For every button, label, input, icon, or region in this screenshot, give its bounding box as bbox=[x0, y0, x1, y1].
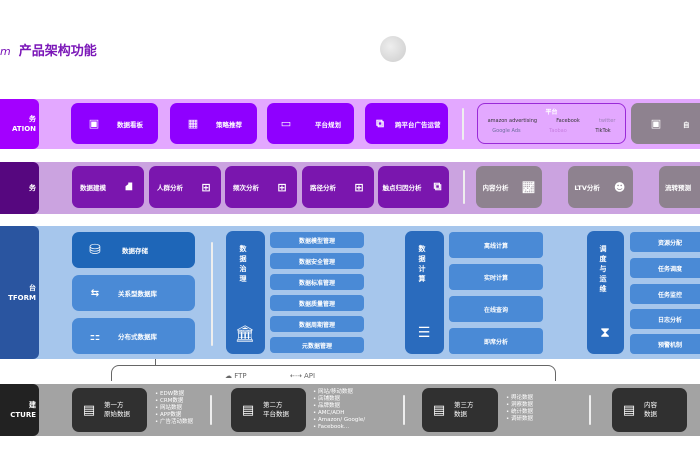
app-card-dashboard[interactable]: ▣数据看板 bbox=[71, 103, 158, 144]
compute-item[interactable]: 在线查询 bbox=[449, 296, 543, 322]
first-party-list: EDW数据CRM数据网站数据APP数据广告活动数据 bbox=[155, 391, 193, 426]
source-second-party[interactable]: ▤第二方平台数据 bbox=[231, 388, 306, 432]
document-icon: ▤ bbox=[622, 402, 636, 418]
schedule-item[interactable]: 预警机制 bbox=[630, 334, 700, 354]
head-gear-icon: ☻ bbox=[613, 180, 626, 194]
analysis-card-attribution[interactable]: 触点归因分析⧉ bbox=[378, 166, 449, 208]
analysis-icon: ⊞ bbox=[201, 180, 211, 194]
puzzle-icon: ⧉ bbox=[433, 180, 442, 193]
code-window-icon: ⧉ bbox=[376, 116, 384, 130]
governance-item[interactable]: 数据模型管理 bbox=[270, 232, 364, 248]
server-icon: ☰ bbox=[417, 325, 431, 341]
distributed-icon: ⚏ bbox=[89, 329, 101, 343]
app-card-planning[interactable]: ▭平台规划 bbox=[267, 103, 354, 144]
schedule-item[interactable]: 任务调度 bbox=[630, 258, 700, 278]
document-icon: ▤ bbox=[82, 402, 96, 418]
analysis-card-forecast[interactable]: 流转预测 bbox=[659, 166, 700, 208]
app-card-cross-platform[interactable]: ⧉跨平台广告运营 bbox=[365, 103, 448, 144]
compute-panel: 数据计算 ☰ bbox=[405, 231, 444, 354]
app-card-strategy[interactable]: ▦策略推荐 bbox=[170, 103, 257, 144]
analysis-card-path[interactable]: 路径分析⊞ bbox=[302, 166, 374, 208]
schedule-item[interactable]: 资源分配 bbox=[630, 232, 700, 252]
governance-item[interactable]: 数据质量管理 bbox=[270, 295, 364, 311]
chip-icon: ▣ bbox=[88, 117, 100, 130]
document-icon: ▤ bbox=[241, 402, 255, 418]
governance-item[interactable]: 数据标准管理 bbox=[270, 274, 364, 290]
card-icon: ▭ bbox=[280, 117, 292, 130]
divider bbox=[463, 170, 465, 204]
divider bbox=[462, 108, 464, 140]
source-third-party[interactable]: ▤第三方数据 bbox=[422, 388, 498, 432]
connector-stem bbox=[155, 359, 156, 366]
analysis-label: 务 bbox=[0, 162, 39, 214]
third-party-list: 舆论数据洞察数据统计数据调研数据 bbox=[506, 395, 533, 423]
tiktok-logo: TikTok bbox=[595, 128, 611, 134]
connector-bracket bbox=[111, 365, 556, 381]
document-icon: ▤ bbox=[432, 402, 446, 418]
analysis-card-content[interactable]: 内容分析📈︎ bbox=[476, 166, 542, 208]
chip-icon: ▣ bbox=[650, 117, 662, 130]
ftp-connector: ☁︎ FTP bbox=[222, 372, 250, 380]
storage-card[interactable]: ⛁数据存储 bbox=[72, 232, 195, 268]
hourglass-icon: ⧗ bbox=[600, 325, 610, 341]
decorative-sphere bbox=[380, 36, 406, 62]
distributed-db-card[interactable]: ⚏分布式数据库 bbox=[72, 318, 195, 354]
arrows-icon: ⇠⇢ bbox=[290, 372, 304, 380]
governance-panel: 数据治理 🏛︎ bbox=[226, 231, 265, 354]
compute-item[interactable]: 实时计算 bbox=[449, 264, 543, 290]
schedule-panel: 调度与运维 ⧗ bbox=[587, 231, 624, 354]
divider bbox=[211, 242, 213, 346]
compute-item[interactable]: 离线计算 bbox=[449, 232, 543, 258]
compute-item[interactable]: 即席分析 bbox=[449, 328, 543, 354]
google-ads-logo: Google Ads bbox=[492, 128, 521, 134]
analysis-card-audience[interactable]: 人群分析⊞ bbox=[149, 166, 221, 208]
divider bbox=[403, 395, 405, 425]
amazon-logo: amazon advertising bbox=[487, 118, 538, 124]
schedule-item[interactable]: 任务监控 bbox=[630, 284, 700, 304]
governance-item[interactable]: 元数据管理 bbox=[270, 337, 364, 353]
cloud-icon: ☁︎ bbox=[225, 372, 235, 380]
analysis-icon: ⊞ bbox=[354, 180, 364, 194]
calendar-icon: ▦ bbox=[187, 117, 199, 130]
api-connector: ⇠⇢ API bbox=[287, 372, 319, 380]
analysis-card-frequency[interactable]: 频次分析⊞ bbox=[225, 166, 297, 208]
governance-item[interactable]: 数据周期管理 bbox=[270, 316, 364, 332]
facebook-logo: Facebook bbox=[556, 118, 580, 124]
source-content[interactable]: ▤内容数据 bbox=[612, 388, 687, 432]
app-card-extra[interactable]: ▣自 bbox=[631, 103, 700, 144]
source-first-party[interactable]: ▤第一方原始数据 bbox=[72, 388, 147, 432]
governance-item[interactable]: 数据安全管理 bbox=[270, 253, 364, 269]
hierarchy-icon: ⛘ bbox=[125, 179, 133, 193]
second-party-list: 网站/移动数据店铺数据品牌数据AMC/ADHAmazon/ Google/Fac… bbox=[313, 389, 365, 431]
bank-icon: 🏛︎ bbox=[234, 323, 256, 343]
analysis-icon: ⊞ bbox=[277, 180, 287, 194]
divider bbox=[589, 395, 591, 425]
twitter-logo: twitter bbox=[598, 118, 616, 124]
schedule-item[interactable]: 日志分析 bbox=[630, 309, 700, 329]
analysis-card-ltv[interactable]: LTV分析☻ bbox=[568, 166, 633, 208]
relation-icon: ⇆ bbox=[90, 287, 100, 299]
analysis-card-modeling[interactable]: 数据建模⛘ bbox=[72, 166, 144, 208]
divider bbox=[210, 395, 212, 425]
taobao-logo: Taobao bbox=[549, 128, 567, 134]
platform-logos-box: 平台 amazon advertising Facebook twitter G… bbox=[477, 103, 626, 144]
line-chart-icon: 📈︎ bbox=[521, 180, 536, 194]
relational-db-card[interactable]: ⇆关系型数据库 bbox=[72, 275, 195, 311]
database-icon: ⛁ bbox=[89, 242, 101, 258]
